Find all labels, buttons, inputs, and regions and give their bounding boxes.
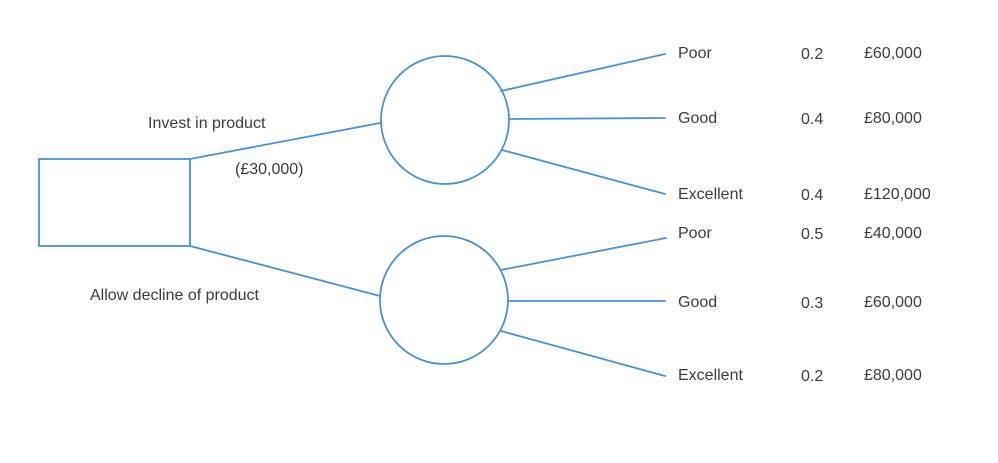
outcome-probability: 0.4 bbox=[801, 187, 824, 204]
outcome-label: Good bbox=[678, 294, 718, 311]
outcome-probability: 0.3 bbox=[801, 295, 824, 312]
outcome-payoff: £80,000 bbox=[864, 367, 922, 384]
outcome-payoff: £120,000 bbox=[864, 186, 931, 203]
branch-line-invest bbox=[189, 122, 381, 160]
outcome-label: Excellent bbox=[678, 186, 743, 203]
chance-node-invest bbox=[380, 55, 510, 185]
outcome-label: Poor bbox=[678, 45, 712, 62]
outcome-probability: 0.4 bbox=[801, 111, 824, 128]
chance-node-decline bbox=[379, 235, 509, 365]
outcome-payoff: £60,000 bbox=[864, 294, 922, 311]
outcome-payoff: £80,000 bbox=[864, 110, 922, 127]
branch-label-decline: Allow decline of product bbox=[90, 287, 259, 304]
outcome-line-invest-excellent bbox=[501, 149, 666, 195]
outcome-line-decline-excellent bbox=[500, 330, 666, 377]
outcome-payoff: £40,000 bbox=[864, 225, 922, 242]
outcome-probability: 0.2 bbox=[801, 46, 824, 63]
outcome-line-decline-poor bbox=[500, 237, 667, 271]
outcome-probability: 0.5 bbox=[801, 226, 824, 243]
outcome-label: Excellent bbox=[678, 367, 743, 384]
outcome-label: Poor bbox=[678, 225, 712, 242]
decision-node-square bbox=[38, 158, 191, 247]
branch-cost-note: (£30,000) bbox=[235, 161, 304, 178]
outcome-probability: 0.2 bbox=[801, 368, 824, 385]
outcome-label: Good bbox=[678, 110, 718, 127]
outcome-payoff: £60,000 bbox=[864, 45, 922, 62]
outcome-line-invest-good bbox=[508, 117, 666, 120]
outcome-line-invest-poor bbox=[500, 53, 666, 92]
branch-label-invest: Invest in product bbox=[148, 115, 266, 132]
branch-line-decline bbox=[189, 245, 381, 297]
